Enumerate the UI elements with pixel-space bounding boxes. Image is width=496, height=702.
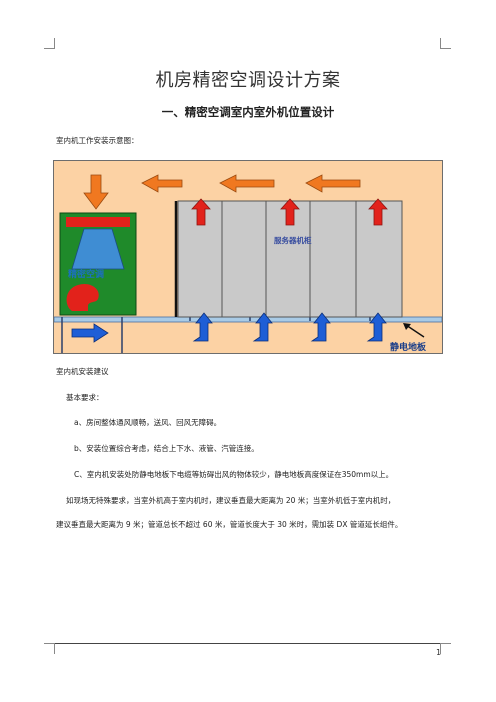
page-corner-mark	[440, 38, 451, 49]
page-corner-mark	[440, 643, 451, 654]
right-arrow-icon	[71, 323, 109, 343]
ac-label: 精密空调	[68, 268, 104, 280]
basic-requirements-label: 基本要求：	[66, 393, 104, 402]
heat-exhaust-arrows	[191, 198, 388, 226]
section-title: 室内机安装建议	[56, 367, 109, 376]
ac-top-grille	[66, 217, 130, 227]
pointer-arrow-icon	[403, 323, 411, 330]
down-arrow-icon	[83, 174, 109, 210]
floor-pointer-line	[405, 324, 425, 338]
distance-paragraph-line1: 如现场无特殊要求，当室外机高于室内机时，建议垂直最大距离为 20 米；当室外机低…	[66, 496, 396, 505]
distance-paragraph-line2: 建议垂直最大距离为 9 米；管道总长不超过 60 米，管道长度大于 30 米时，…	[56, 520, 403, 529]
left-arrow-icon	[141, 174, 183, 193]
floor-support-posts	[61, 317, 371, 353]
cold-air-up-arrows	[192, 312, 387, 342]
page-corner-mark	[44, 38, 55, 49]
requirement-item-b: b、安装位置综合考虑，结合上下水、液管、汽管连接。	[74, 444, 259, 453]
requirement-item-c: C、室内机安装处防静电地板下电缆等妨碍出风的物体较少，静电地板高度保证在350m…	[74, 470, 394, 479]
ac-cooling-coil	[71, 228, 125, 270]
floor-label: 静电地板	[390, 341, 427, 353]
diagram-caption: 室内机工作安装示意图：	[56, 136, 139, 145]
requirement-item-a: a、房间整体通风顺畅，送风、回风无障碍。	[74, 418, 222, 427]
installation-diagram: 精密空调 服务器机柜	[53, 160, 443, 354]
page-title: 机房精密空调设计方案	[155, 70, 341, 91]
left-arrow-icon	[219, 174, 275, 193]
installation-diagram-svg: 精密空调 服务器机柜	[54, 174, 442, 353]
footer-rule	[50, 643, 442, 644]
page-number: 1	[436, 648, 442, 657]
ac-fan	[66, 283, 99, 311]
section-heading: 一、精密空调室内室外机位置设计	[161, 105, 335, 119]
server-label: 服务器机柜	[274, 235, 312, 245]
page-corner-mark	[44, 643, 55, 654]
left-arrow-icon	[305, 174, 361, 193]
